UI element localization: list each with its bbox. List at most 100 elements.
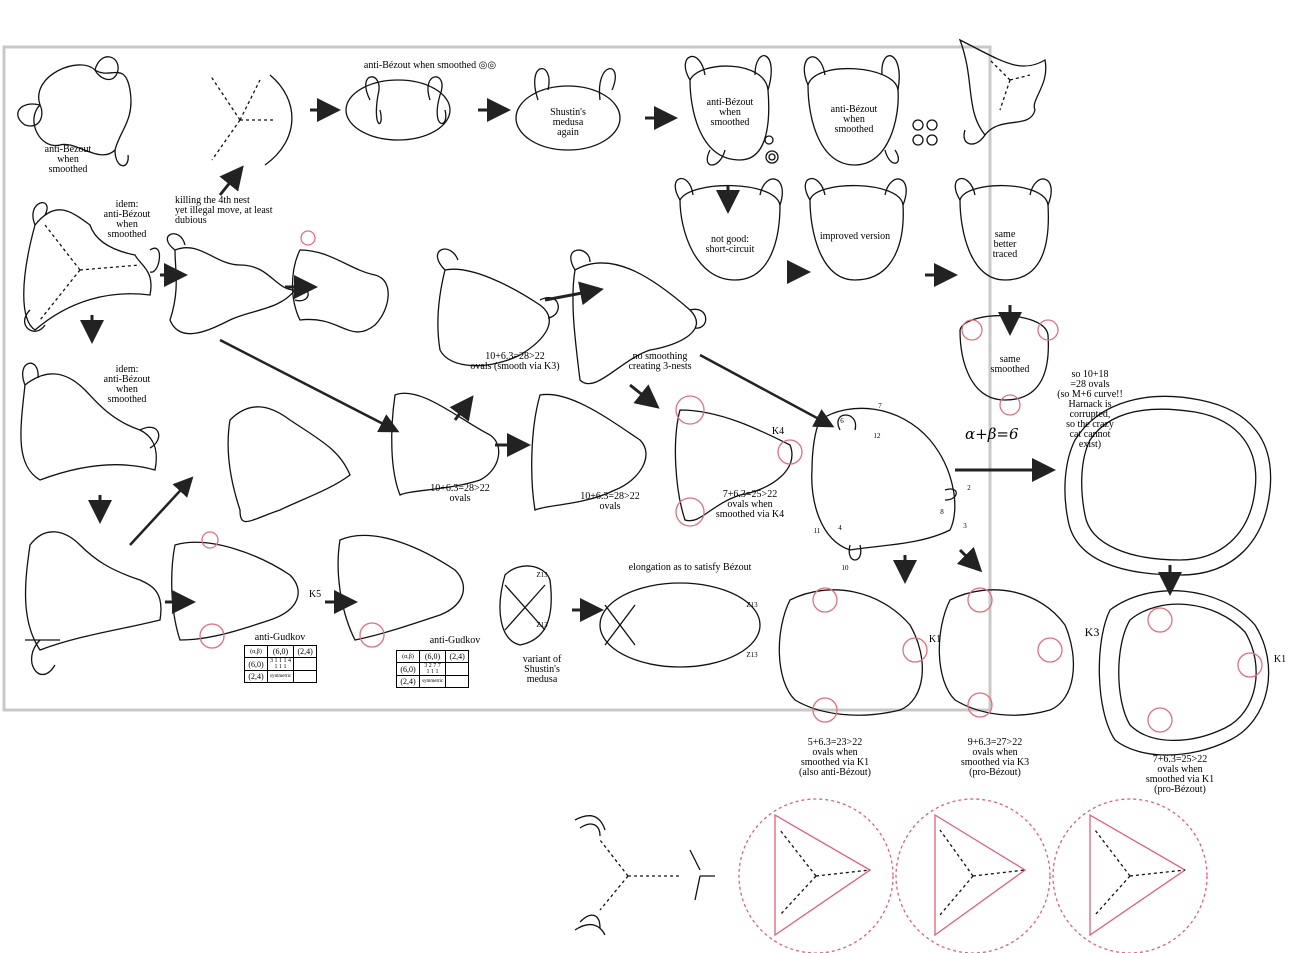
curve-anti-bez-2 (684, 55, 779, 166)
curve-killing (166, 233, 309, 335)
table-cell: symmetric (418, 675, 447, 688)
curve-middle-big (227, 406, 351, 523)
num-11: 11 (813, 527, 821, 535)
label-z13-b: Z13 (536, 621, 548, 629)
label-k5: K5 (308, 589, 322, 600)
label-anti-bezout-circles: anti-Bézout when smoothed ◎◎ (363, 60, 497, 71)
arrow-15 (699, 353, 835, 428)
label-z13-d: Z13 (746, 651, 758, 659)
num-3: 3 (963, 522, 967, 530)
label-improved: improved version (819, 231, 891, 242)
table-row-head: (6,0) (244, 657, 268, 671)
curve-arc-1 (264, 74, 293, 166)
arrow-1 (218, 165, 244, 196)
table-cell: 3 1 1 1 4 1 1 1 (266, 657, 295, 671)
table-col: (2,4) (293, 645, 318, 658)
curve-k1-b (1098, 590, 1270, 756)
num-10: 10 (841, 564, 849, 572)
table-corner: (α,β) (244, 645, 268, 658)
curve-10-6-a (437, 248, 559, 367)
curve-k1-a (778, 587, 928, 723)
label-anti-gudkov-2: anti-Gudkov (429, 635, 481, 646)
star-top-right (989, 59, 1031, 111)
arrow-9 (544, 281, 604, 306)
gray-frame (2, 45, 992, 712)
curve-no-smoothing (570, 249, 707, 385)
table-row-head: (2,4) (396, 675, 420, 688)
label-anti-bezout-3: anti-Bézout when smoothed (830, 104, 878, 135)
curve-idem-1 (23, 202, 161, 332)
curve-anti-bez-3 (803, 55, 938, 166)
label-variant: variant of Shustin's medusa (522, 654, 562, 685)
num-8: 8 (940, 508, 944, 516)
curve-idem-2 (20, 362, 160, 481)
num-6: 6 (840, 417, 844, 425)
label-z13-c: Z13 (746, 601, 758, 609)
label-idem-1: idem: anti-Bézout when smoothed (103, 199, 151, 240)
arrow-14 (449, 395, 474, 422)
label-idem-2: idem: anti-Bézout when smoothed (103, 364, 151, 405)
label-k4: K4 (771, 426, 785, 437)
curve-k-small (291, 230, 389, 333)
num-2: 2 (967, 484, 971, 492)
arrow-13 (219, 338, 400, 433)
curve-anti-gudkov-2 (337, 534, 464, 648)
label-ovals-smooth-k3: 10+6.3=28>22 ovals (smooth via K3) (470, 351, 560, 372)
label-ovals-k1: 5+6.3=23>22 ovals when smoothed via K1 (… (799, 737, 871, 778)
table-col: (6,0) (418, 650, 447, 663)
label-elongation: elongation as to satisfy Bézout (628, 562, 752, 573)
disc-1 (738, 798, 894, 953)
table-cell (293, 657, 318, 671)
table-cell (445, 662, 470, 676)
num-4: 4 (838, 524, 842, 532)
star-idem-1 (39, 224, 141, 321)
curve-shustin (515, 67, 621, 151)
table-row-head: (6,0) (396, 662, 420, 676)
table-col: (6,0) (266, 645, 295, 658)
curve-improved (804, 177, 907, 281)
curve-big-right (1064, 395, 1272, 576)
curve-numbered (811, 407, 957, 561)
arrow-25 (956, 546, 983, 573)
table-cell: symmetric (266, 670, 295, 683)
label-so-10-18: so 10+18 =28 ovals (so M+6 curve!! Harna… (1057, 369, 1123, 450)
star-bottom (574, 815, 715, 936)
curve-k5 (171, 531, 299, 649)
label-shustin: Shustin's medusa again (550, 107, 586, 138)
arrow-16 (629, 383, 660, 409)
disc-2 (895, 798, 1051, 953)
label-same-better: same better traced (992, 229, 1018, 260)
curve-10-6-c (531, 393, 647, 511)
table-corner: (α,β) (396, 650, 420, 663)
disc-3 (1052, 798, 1208, 953)
curve-k3-a (938, 587, 1075, 718)
label-ovals-a: 10+6.3=28>22 ovals (430, 483, 490, 504)
table-col: (2,4) (445, 650, 470, 663)
label-killing: killing the 4th nest yet illegal move, a… (175, 195, 273, 226)
curve-elongation (599, 582, 761, 668)
label-anti-gudkov-1: anti-Gudkov (254, 632, 306, 643)
label-k3-a: K3 (1084, 625, 1100, 639)
label-no-smoothing: no smoothing creating 3-nests (628, 351, 692, 372)
table-row-head: (2,4) (244, 670, 268, 683)
curve-not-good (674, 177, 783, 281)
num-7: 7 (878, 402, 882, 410)
curve-k4 (674, 395, 803, 527)
table-gudkov-1: (α,β)(6,0)(2,4) (6,0)3 1 1 1 4 1 1 1 (2,… (244, 645, 318, 683)
arrow-18 (129, 476, 194, 546)
curve-top-right (958, 38, 1047, 145)
curve-oval-1 (345, 76, 451, 141)
table-cell (445, 675, 470, 688)
label-anti-bezout-1: anti-Bézout when smoothed (44, 144, 92, 175)
curve-tricorn-1 (17, 56, 132, 167)
curve-variant-shustin (499, 565, 552, 646)
label-ovals-k1b: 7+6.3=25>22 ovals when smoothed via K1 (… (1145, 754, 1215, 795)
table-cell (293, 670, 318, 683)
label-not-good: not good: short-circuit (705, 234, 755, 255)
label-ovals-k3: 9+6.3=27>22 ovals when smoothed via K3 (… (960, 737, 1030, 778)
label-ovals-k4: 7+6.3=25>22 ovals when smoothed via K4 (715, 489, 785, 520)
table-cell: 3 2 7 7 1 1 1 (418, 662, 447, 676)
label-z13-a: Z13 (536, 571, 548, 579)
curve-same-better (954, 177, 1052, 281)
